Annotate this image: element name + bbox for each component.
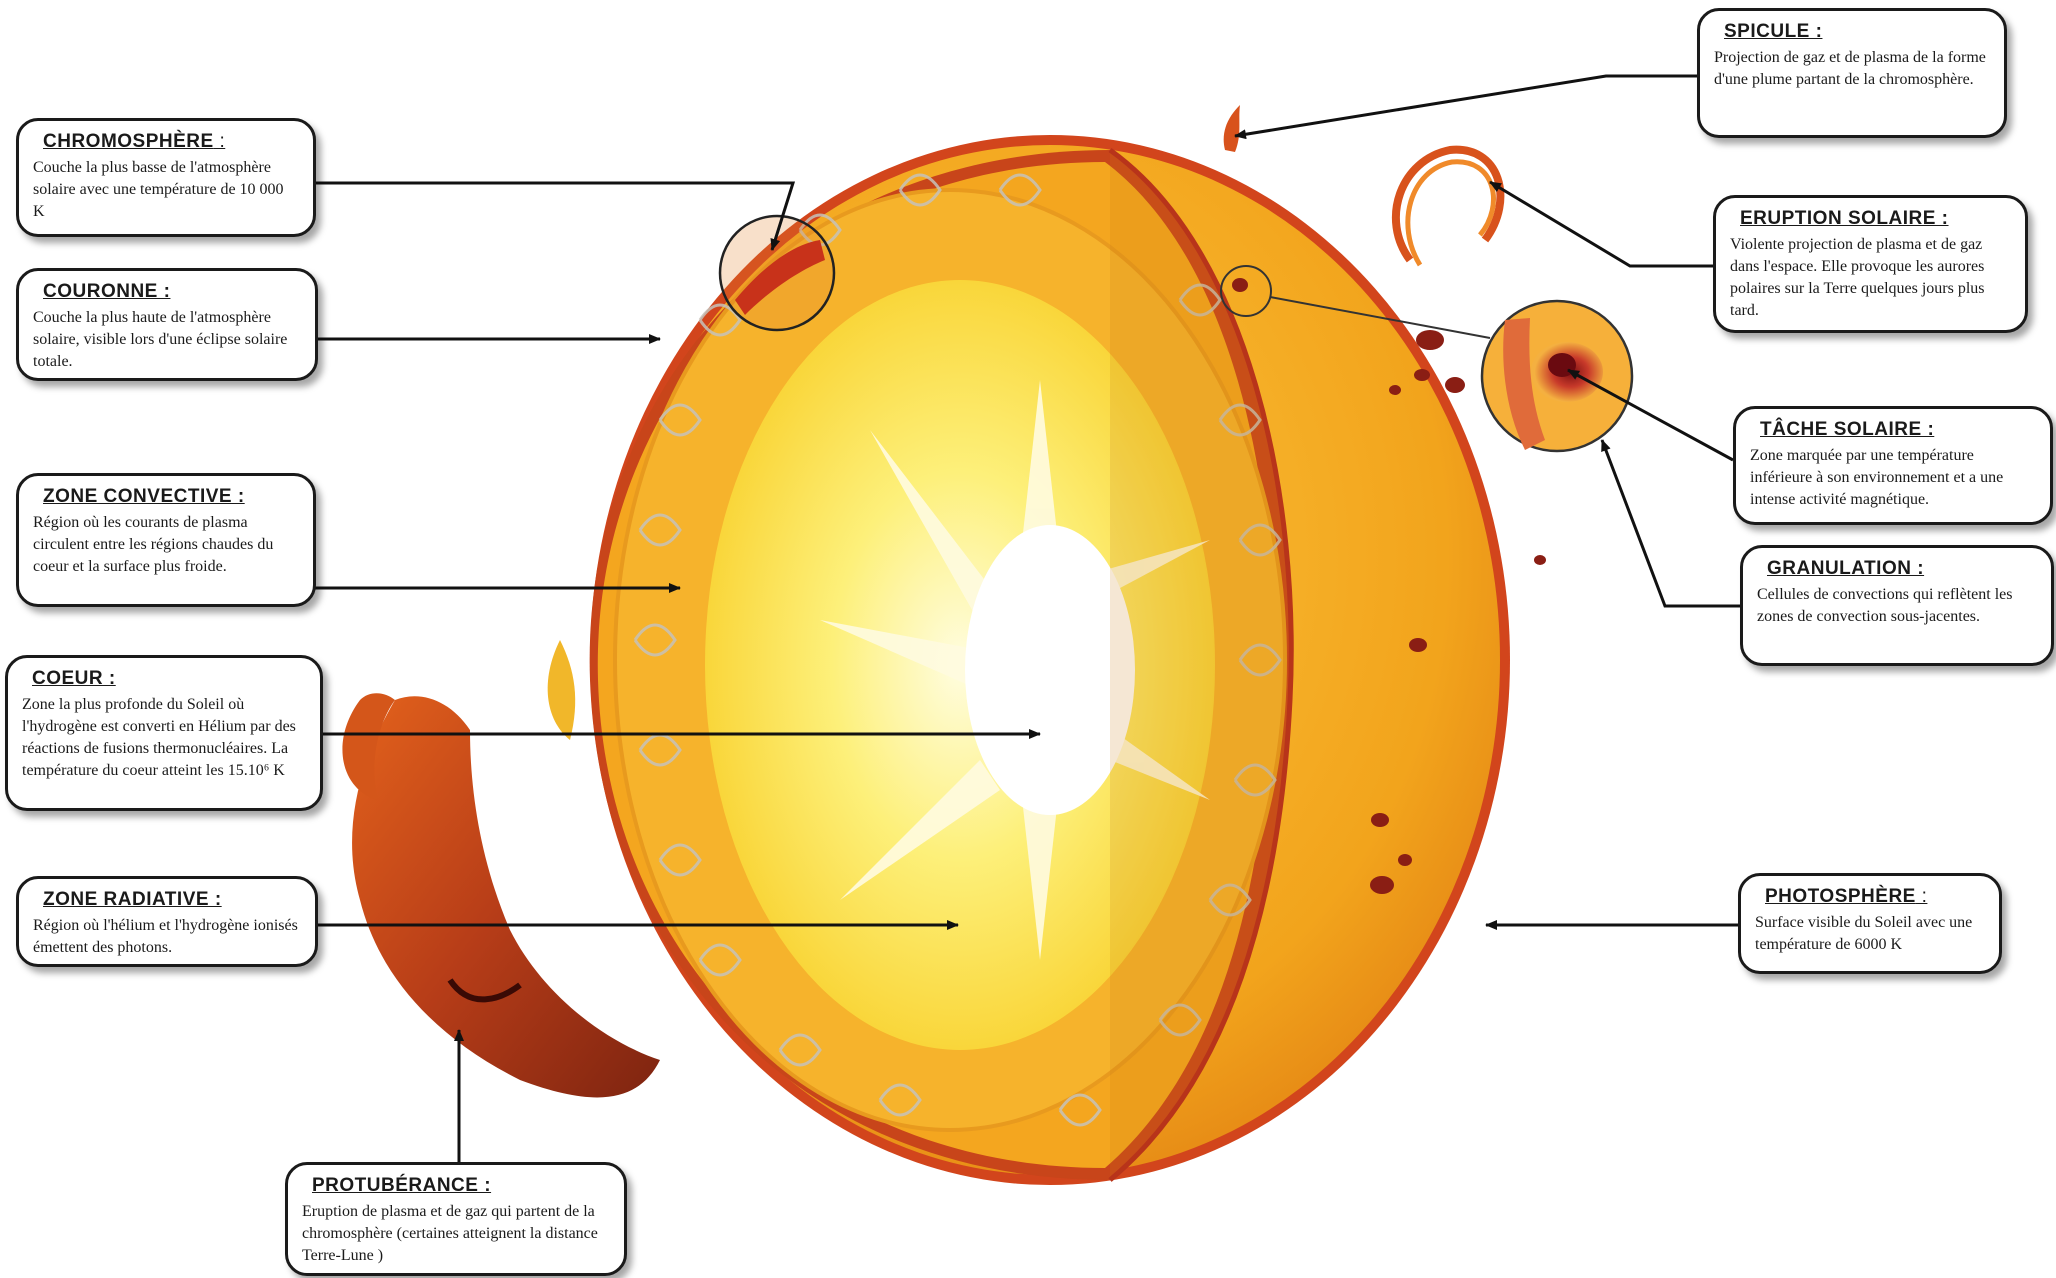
zone-convective-title: ZONE CONVECTIVE :	[43, 486, 299, 508]
coeur-description: Zone la plus profonde du Soleil où l'hyd…	[22, 694, 306, 782]
coeur-title: COEUR :	[32, 668, 306, 690]
couronne-title: COURONNE :	[43, 281, 301, 303]
eruption-solaire-title: ERUPTION SOLAIRE :	[1740, 208, 2011, 230]
label-chromosphere: CHROMOSPHÈRE : Couche la plus basse de l…	[16, 118, 316, 237]
arrow-spicule	[1235, 76, 1697, 136]
label-zone-radiative: ZONE RADIATIVE : Région où l'hélium et l…	[16, 876, 318, 967]
granulation-description: Cellules de convections qui reflètent le…	[1757, 584, 2037, 628]
granulation-title: GRANULATION :	[1767, 558, 2037, 580]
chromosphere-description: Couche la plus basse de l'atmosphère sol…	[33, 157, 299, 223]
chromosphere-sep: :	[214, 131, 226, 152]
label-spicule: SPICULE : Projection de gaz et de plasma…	[1697, 8, 2007, 138]
tache-solaire-description: Zone marquée par une température inférie…	[1750, 445, 2036, 511]
couronne-description: Couche la plus haute de l'atmosphère sol…	[33, 307, 301, 373]
photosphere-title: PHOTOSPHÈRE	[1765, 886, 1916, 907]
spicule-title: SPICULE :	[1724, 21, 1990, 43]
protuberance-description: Eruption de plasma et de gaz qui partent…	[302, 1201, 610, 1267]
photosphere-description: Surface visible du Soleil avec une tempé…	[1755, 912, 1985, 956]
label-coeur: COEUR : Zone la plus profonde du Soleil …	[5, 655, 323, 811]
arrow-chromosphere	[313, 183, 793, 250]
spicule-description: Projection de gaz et de plasma de la for…	[1714, 47, 1990, 91]
label-protuberance: PROTUBÉRANCE : Eruption de plasma et de …	[285, 1162, 627, 1276]
spicule	[1224, 105, 1240, 152]
label-granulation: GRANULATION : Cellules de convections qu…	[1740, 545, 2054, 666]
photosphere-sep: :	[1916, 886, 1928, 907]
arrow-eruption-solaire	[1490, 182, 1715, 266]
label-tache-solaire: TÂCHE SOLAIRE : Zone marquée par une tem…	[1733, 406, 2053, 525]
eruption-solaire-description: Violente projection de plasma et de gaz …	[1730, 234, 2011, 322]
label-zone-convective: ZONE CONVECTIVE : Région où les courants…	[16, 473, 316, 607]
label-photosphere: PHOTOSPHÈRE : Surface visible du Soleil …	[1738, 873, 2002, 974]
zone-radiative-title: ZONE RADIATIVE :	[43, 889, 301, 911]
tache-solaire-title: TÂCHE SOLAIRE :	[1760, 419, 2036, 441]
zone-radiative-description: Région où l'hélium et l'hydrogène ionisé…	[33, 915, 301, 959]
label-eruption-solaire: ERUPTION SOLAIRE : Violente projection d…	[1713, 195, 2028, 333]
solar-eruption	[1396, 150, 1500, 265]
arrow-granulation	[1602, 440, 1744, 606]
chromosphere-title: CHROMOSPHÈRE	[43, 131, 214, 152]
protuberance-title: PROTUBÉRANCE :	[312, 1175, 610, 1197]
label-couronne: COURONNE : Couche la plus haute de l'atm…	[16, 268, 318, 381]
zone-convective-description: Région où les courants de plasma circule…	[33, 512, 299, 578]
